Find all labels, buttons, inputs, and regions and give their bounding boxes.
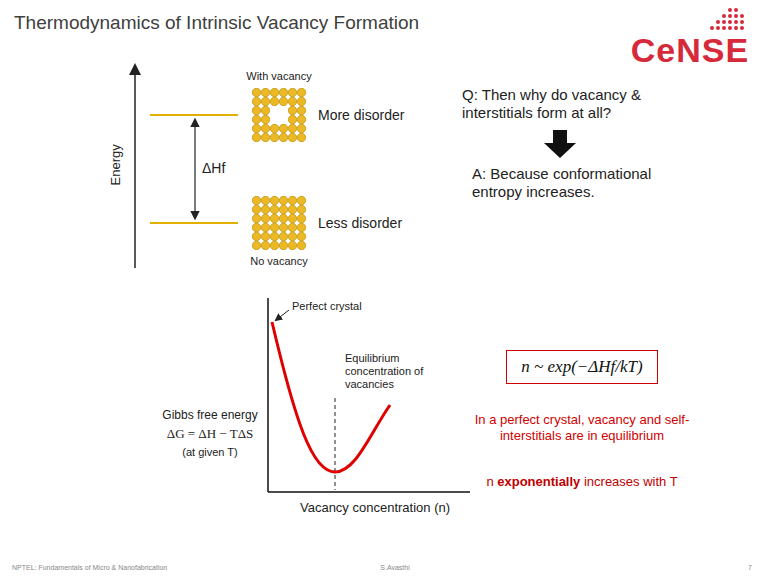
- energy-axis: [134, 66, 136, 268]
- logo-text: CeNSE: [631, 30, 749, 71]
- slide-title: Thermodynamics of Intrinsic Vacancy Form…: [14, 12, 419, 35]
- note-text: In a perfect crystal, vacancy and self-i…: [467, 412, 697, 443]
- footer-text: NPTEL: Fundamentals of Micro & Nanofabri…: [12, 564, 167, 572]
- leader-line: [276, 310, 289, 320]
- state-label: Less disorder: [318, 215, 402, 232]
- vacancy-hole: [270, 106, 288, 124]
- block-arrow: [544, 130, 576, 158]
- page-number: 7: [748, 564, 752, 572]
- axis-label: Energy: [108, 144, 124, 185]
- y-axis: [267, 298, 269, 492]
- state-label: More disorder: [318, 107, 404, 124]
- answer-text: A: Because conformational entropy increa…: [472, 165, 702, 201]
- note-word: increases with T: [584, 474, 678, 489]
- axis-label: Vacancy concentration (n): [300, 500, 450, 516]
- note-word: exponentially: [497, 474, 580, 489]
- lattice-vacancy: [252, 88, 306, 142]
- equation-text: ΔG = ΔH − TΔS: [167, 426, 253, 442]
- curve-label: Perfect crystal: [292, 300, 362, 313]
- lattice-label: With vacancy: [246, 70, 311, 83]
- lattice-perfect: [252, 196, 306, 250]
- formula-text: n ~ exp(−ΔHf/kT): [521, 357, 642, 377]
- axis-note: (at given T): [182, 446, 237, 459]
- axis-label: Gibbs free energy: [162, 408, 257, 422]
- note-word: n: [486, 474, 493, 489]
- question-text: Q: Then why do vacancy & interstitials f…: [462, 86, 712, 122]
- lattice-label: No vacancy: [250, 255, 307, 268]
- curve-label: Equilibrium concentration of vacancies: [345, 352, 455, 392]
- note-line: n exponentially increases with T: [486, 474, 677, 490]
- delta-label: ΔHf: [202, 160, 225, 177]
- gibbs-curve: [272, 322, 390, 472]
- delta-arrow: [194, 120, 195, 218]
- logo-dots: [710, 8, 744, 30]
- footer-text: S.Avasthi: [380, 564, 409, 572]
- x-axis: [268, 491, 470, 493]
- energy-level: [150, 222, 238, 224]
- equilibrium-line: [335, 398, 336, 490]
- formula-box: n ~ exp(−ΔHf/kT): [506, 350, 657, 384]
- energy-level: [150, 114, 238, 116]
